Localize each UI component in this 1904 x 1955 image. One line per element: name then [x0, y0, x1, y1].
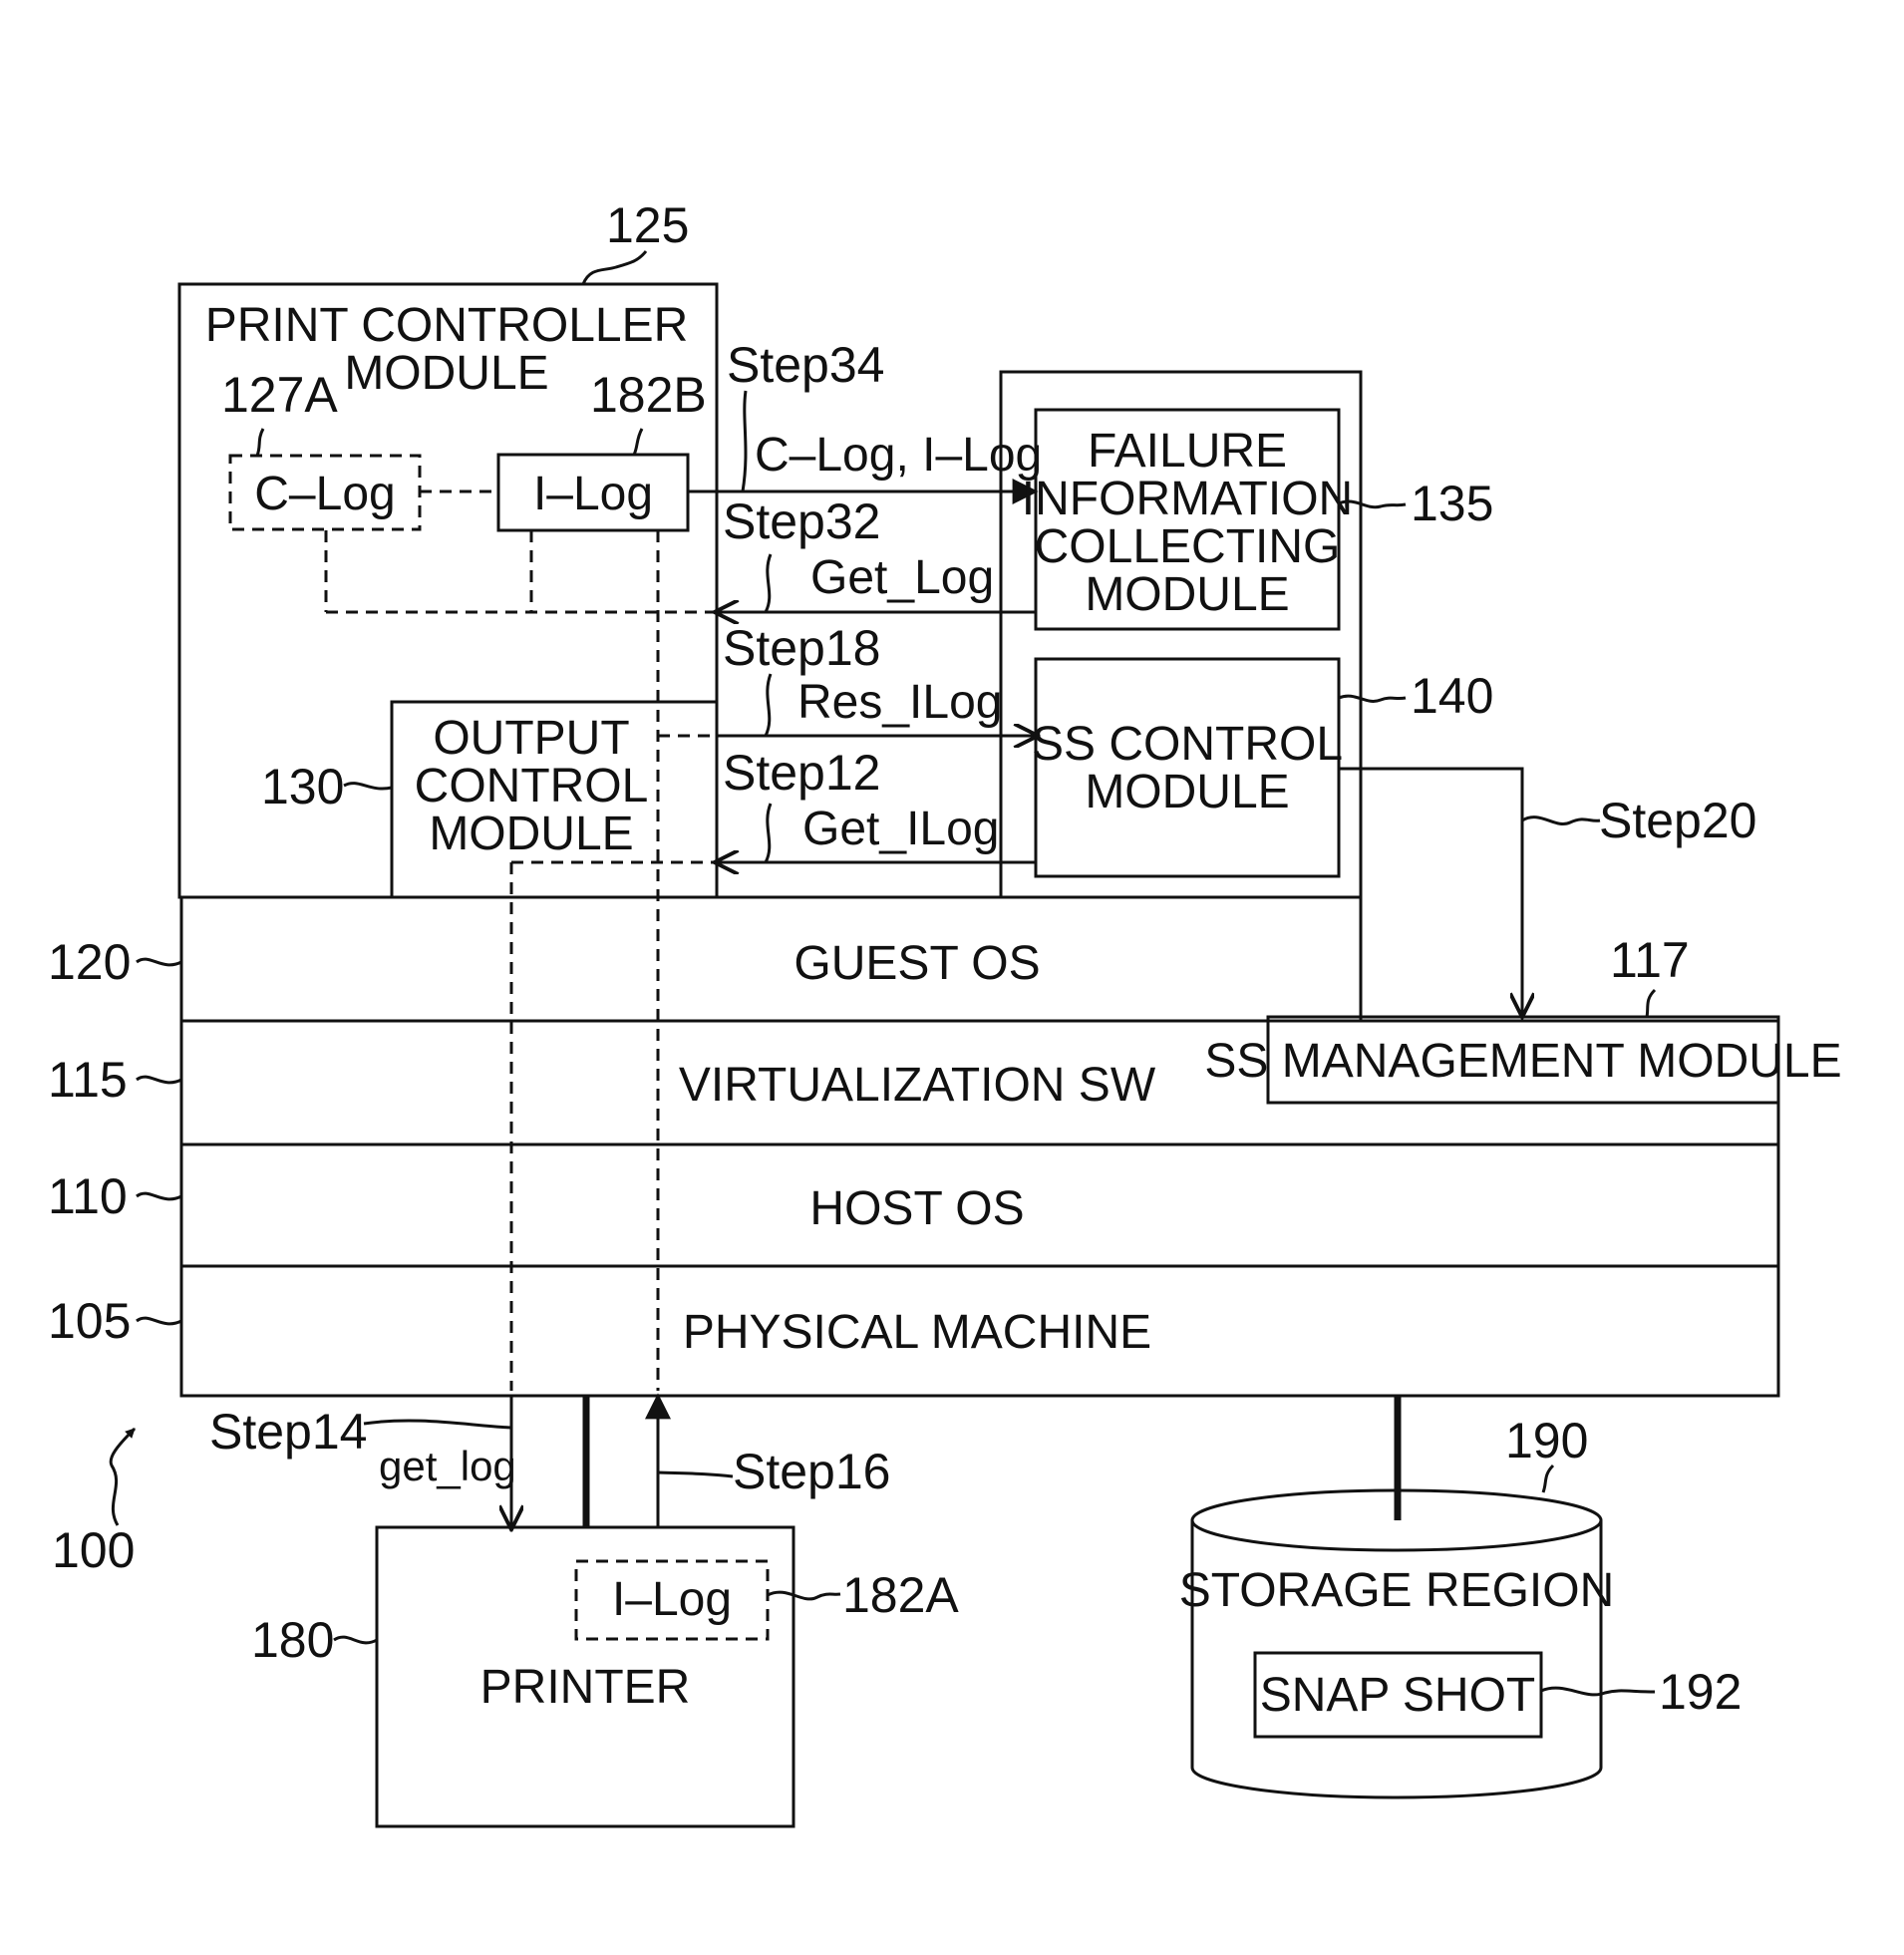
- ref-110: 110: [48, 1168, 128, 1224]
- printer-label: PRINTER: [480, 1661, 691, 1714]
- ref-120-leader: [137, 959, 181, 965]
- ref-192-leader: [1541, 1688, 1655, 1695]
- virtualization-label: VIRTUALIZATION SW: [679, 1059, 1156, 1112]
- step34-message: C–Log, I–Log: [755, 429, 1042, 482]
- ref-192: 192: [1659, 1664, 1742, 1720]
- ref-130: 130: [261, 759, 344, 815]
- step12-leader: [766, 804, 771, 862]
- step32-message: Get_Log: [810, 551, 994, 604]
- step18-leader: [766, 674, 771, 736]
- ref-125-leader: [583, 251, 646, 284]
- ref-115-leader: [137, 1077, 181, 1083]
- ilog-182a-label: I–Log: [612, 1573, 732, 1626]
- ref-190: 190: [1505, 1413, 1588, 1468]
- step32-leader: [766, 554, 771, 612]
- failure-module-line2: INFORMATION: [1022, 473, 1353, 525]
- system-100-arrow: [111, 1429, 135, 1525]
- ref-182b: 182B: [590, 367, 707, 423]
- guest-os-label: GUEST OS: [793, 937, 1040, 990]
- ref-105-leader: [137, 1318, 181, 1324]
- ref-110-leader: [137, 1193, 181, 1199]
- ref-117-leader: [1647, 990, 1655, 1017]
- step20-arrow: [1339, 769, 1522, 1015]
- step12-message: Get_ILog: [802, 803, 999, 855]
- output-control-line2: CONTROL: [415, 760, 649, 813]
- host-os-label: HOST OS: [809, 1182, 1024, 1235]
- step18-label: Step18: [723, 620, 880, 676]
- storage-region-cylinder: [1192, 1490, 1601, 1797]
- step14-leader: [364, 1421, 511, 1428]
- step14-message: get_log: [379, 1443, 516, 1489]
- step20-leader: [1522, 817, 1600, 824]
- ref-130-leader: [344, 784, 392, 789]
- output-control-line3: MODULE: [429, 808, 633, 860]
- failure-module-line4: MODULE: [1085, 568, 1289, 621]
- step14-label: Step14: [209, 1404, 367, 1460]
- step32-label: Step32: [723, 493, 880, 549]
- failure-module-line3: COLLECTING: [1035, 520, 1341, 573]
- guest-os-layer: [181, 897, 1361, 1021]
- ref-180: 180: [251, 1612, 334, 1668]
- ref-135: 135: [1411, 476, 1493, 531]
- storage-cylinder-rim: [1192, 1520, 1601, 1550]
- step16-leader: [658, 1472, 733, 1476]
- ref-180-leader: [334, 1637, 377, 1643]
- ref-140: 140: [1411, 668, 1493, 724]
- snapshot-label: SNAP SHOT: [1260, 1669, 1536, 1722]
- ref-100: 100: [52, 1522, 135, 1578]
- storage-region-label: STORAGE REGION: [1179, 1564, 1615, 1617]
- step12-label: Step12: [723, 745, 880, 801]
- ss-control-line1: SS CONTROL: [1032, 718, 1343, 771]
- step18-message: Res_ILog: [797, 676, 1002, 729]
- ref-140-leader: [1339, 696, 1406, 701]
- step34-label: Step34: [727, 337, 884, 393]
- step34-leader: [743, 391, 746, 491]
- ss-management-label: SS MANAGEMENT MODULE: [1204, 1035, 1841, 1088]
- ref-182a: 182A: [842, 1567, 959, 1623]
- physical-machine-label: PHYSICAL MACHINE: [683, 1306, 1151, 1359]
- ref-115: 115: [48, 1052, 128, 1108]
- ref-127a: 127A: [221, 367, 338, 423]
- ref-182b-leader: [634, 429, 642, 455]
- ref-127a-leader: [257, 429, 263, 456]
- print-controller-title-1: PRINT CONTROLLER: [205, 299, 689, 352]
- ref-105: 105: [48, 1293, 131, 1349]
- ref-190-leader: [1543, 1466, 1553, 1492]
- output-control-line1: OUTPUT: [433, 712, 629, 765]
- step16-label: Step16: [733, 1444, 890, 1499]
- ref-182a-leader: [768, 1592, 840, 1599]
- print-controller-title-2: MODULE: [344, 347, 548, 400]
- failure-module-line1: FAILURE: [1088, 425, 1287, 478]
- ref-120: 120: [48, 934, 131, 990]
- ref-125: 125: [606, 197, 689, 253]
- clog-label: C–Log: [254, 468, 395, 520]
- ilog-182b-label: I–Log: [533, 468, 653, 520]
- step20-label: Step20: [1599, 793, 1756, 848]
- ss-control-line2: MODULE: [1085, 766, 1289, 818]
- ref-117: 117: [1610, 932, 1690, 988]
